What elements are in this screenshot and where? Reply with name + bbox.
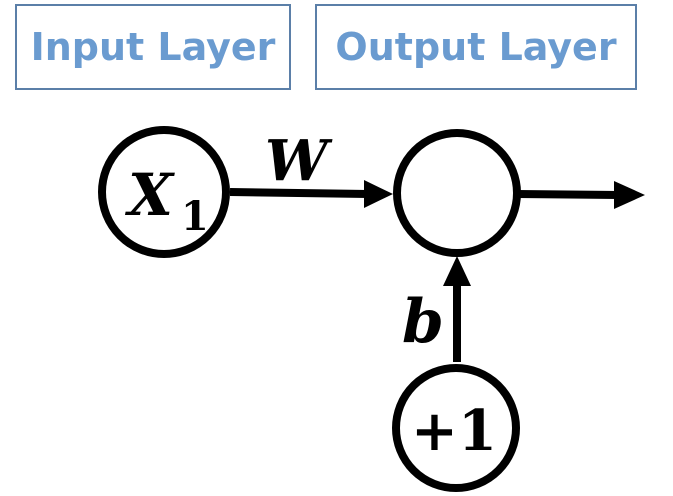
input-node-symbol: X [124,161,175,229]
edge-bias-to-output: b [402,256,471,362]
edge-weight-label: W [265,128,333,194]
bias-node-circle [392,364,520,492]
edge-bias-to-output-arrowhead [443,256,471,286]
edge-output-arrowhead [614,181,645,209]
edge-bias-label: b [402,287,444,357]
output-node [393,129,521,257]
input-node-subscript: 1 [181,193,209,240]
output-node-circle [393,129,521,257]
bias-node: +1 [392,364,520,492]
edge-input-to-output: W [229,128,393,208]
edge-output-line [516,190,619,199]
output-layer-label: Output Layer [315,4,637,90]
input-node-circle [98,126,230,258]
edge-input-to-output-line [229,188,369,198]
bias-node-symbol: +1 [411,398,497,464]
edge-output [516,181,645,209]
input-layer-label: Input Layer [15,4,291,90]
edge-input-to-output-arrowhead [364,180,393,208]
input-node: X 1 [98,126,230,258]
